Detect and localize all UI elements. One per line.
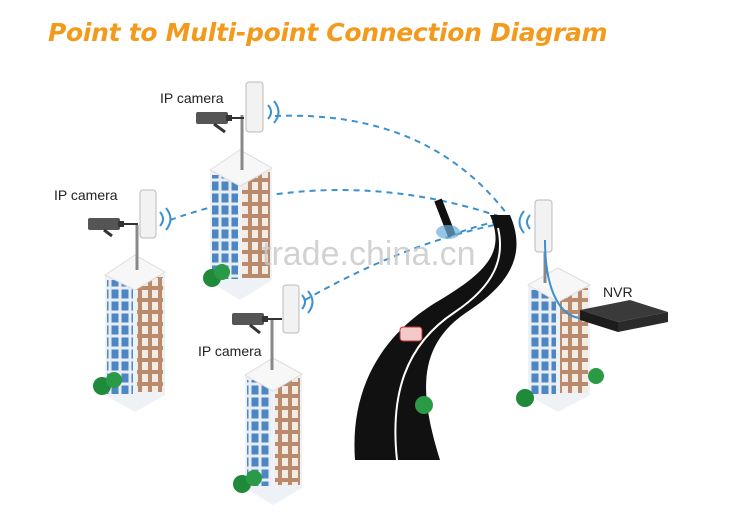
link-middle-camera	[304, 221, 511, 301]
antenna-top	[240, 81, 280, 170]
ip-camera-icon-middle	[232, 313, 282, 335]
label-nvr: NVR	[603, 284, 633, 300]
tree-icon	[516, 389, 534, 407]
building-right	[415, 267, 604, 414]
building-top-left	[203, 149, 274, 300]
ip-camera-icon-top	[196, 112, 244, 134]
label-camera-middle: IP camera	[198, 343, 262, 359]
diagram-title: Point to Multi-point Connection Diagram	[48, 18, 608, 47]
ip-camera-icon-left	[88, 218, 138, 238]
building-left	[93, 254, 166, 412]
antenna-middle	[270, 284, 314, 370]
antenna-left	[135, 189, 172, 270]
tree-icon	[588, 368, 604, 384]
road	[354, 198, 517, 461]
antenna-base-station	[518, 199, 586, 320]
nvr-device-icon	[580, 300, 668, 332]
vehicle-icon	[399, 326, 423, 342]
tree-icon	[415, 396, 433, 414]
link-top-camera	[274, 114, 511, 219]
label-camera-left: IP camera	[54, 187, 118, 203]
building-middle	[233, 357, 304, 505]
watermark: trade.china.cn	[262, 235, 476, 273]
label-camera-top: IP camera	[160, 90, 224, 106]
